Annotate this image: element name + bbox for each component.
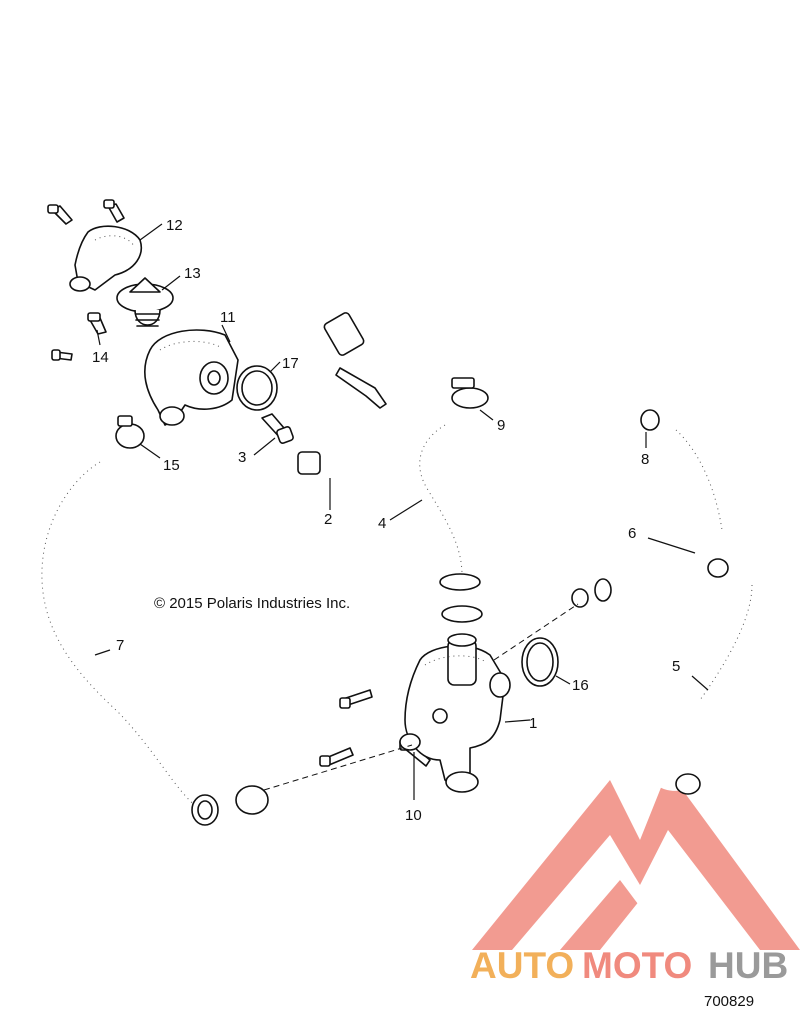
temperature-sensor-3	[261, 413, 294, 444]
callout-4: 4	[378, 515, 386, 532]
callout-1: 1	[529, 715, 537, 732]
callout-2: 2	[324, 511, 332, 528]
callout-16: 16	[572, 677, 589, 694]
callout-labels: 1 2 3 4 5 6 7 8 9 10 11 12 13 14 15 16 1…	[92, 217, 680, 824]
bolt-set	[47, 199, 431, 767]
clamp-9	[451, 387, 489, 409]
copyright-notice: © 2015 Polaris Industries Inc.	[154, 595, 350, 612]
leader-lines	[94, 223, 709, 800]
hose-4	[393, 396, 481, 599]
thermostat-cover-12	[69, 225, 142, 292]
clamp-8	[640, 409, 660, 431]
hose-6	[592, 407, 743, 602]
brand-moto: MOTO	[582, 945, 692, 986]
callout-7: 7	[116, 637, 124, 654]
callout-17: 17	[282, 355, 299, 372]
hose-5	[646, 557, 772, 791]
automotohub-logo	[472, 770, 800, 950]
sensor-wire-2	[297, 312, 387, 475]
figure-number: 700829	[704, 993, 754, 1010]
callout-5: 5	[672, 658, 680, 675]
callout-8: 8	[641, 451, 649, 468]
callout-10: 10	[405, 807, 422, 824]
callout-14: 14	[92, 349, 109, 366]
brand-auto: AUTO	[470, 945, 574, 986]
callout-11: 11	[220, 309, 236, 326]
brand-hub: HUB	[708, 945, 788, 986]
assembly-guide-lines	[263, 603, 579, 791]
water-pump-1	[399, 633, 511, 793]
hose-7	[13, 431, 219, 839]
thermostat-13	[116, 277, 174, 327]
callout-9: 9	[497, 417, 505, 434]
callout-6: 6	[628, 525, 636, 542]
callout-15: 15	[163, 457, 180, 474]
hose-clamps	[115, 377, 729, 815]
callout-3: 3	[238, 449, 246, 466]
callout-12: 12	[166, 217, 183, 234]
thermostat-housing-11	[143, 329, 239, 426]
callout-13: 13	[184, 265, 201, 282]
automotohub-wordmark: AUTO MOTO HUB	[470, 945, 788, 986]
